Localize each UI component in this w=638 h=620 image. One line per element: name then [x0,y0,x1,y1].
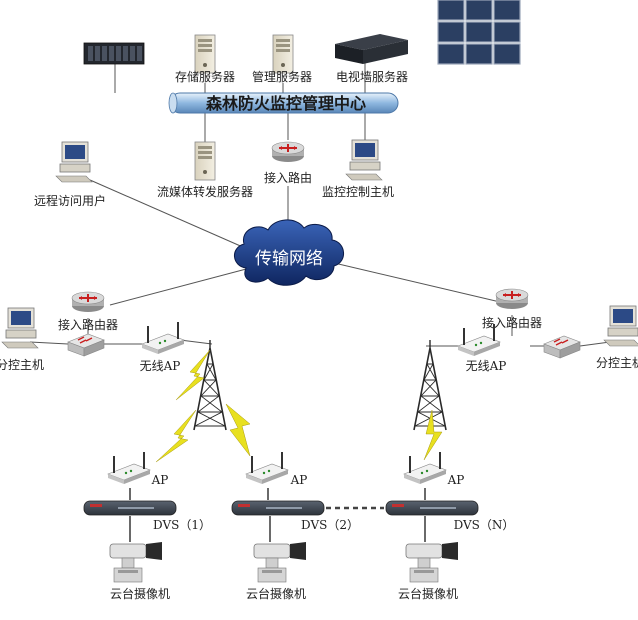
streaming-server-icon [194,141,216,181]
branch-host-left-label: 分控主机 [0,358,44,372]
access-router-left-label: 接入路由器 [58,317,118,332]
ap-1-label: AP [151,473,169,487]
network-label: 传输网络 [255,249,323,269]
camera-3-icon [405,541,459,583]
monitor-host-icon [345,139,383,181]
transport-network-cloud-icon [234,219,344,286]
ap-to-dvs-lines [129,488,426,542]
switch-right-icon [543,335,581,359]
wireless-ap-right-label: 无线AP [466,359,507,373]
mast-right-icon [413,339,447,431]
camera-2-label: 云台摄像机 [246,586,306,601]
tv-wall-server-icon [335,34,408,64]
ap-3-label: AP [447,473,465,487]
mast-left-icon [193,339,227,431]
access-router-top-icon [271,141,305,163]
storage-server-icon [194,34,216,74]
wireless-ap-right-icon [457,323,501,357]
dvs-n-icon [385,500,479,516]
wireless-ap-left-icon [141,321,185,355]
monitor-host-label: 监控控制主机 [322,185,394,199]
dvs-2-icon [231,500,325,516]
wireless-link-icons [155,349,443,463]
dvs-1-icon [83,500,177,516]
branch-host-right-label: 分控主机 [596,356,638,370]
tv-wall-server-label: 电视墙服务器 [336,69,408,84]
ap-2-icon [245,451,289,485]
access-router-top-label: 接入路由 [264,170,312,185]
wireless-ap-left-label: 无线AP [140,359,181,373]
management-server-icon [272,34,294,74]
camera-1-label: 云台摄像机 [110,586,170,601]
ap-1-icon [107,451,151,485]
dvs-1-label: DVS（1） [153,518,211,532]
switch-left-icon [67,333,105,357]
access-router-right-label: 接入路由器 [482,315,542,330]
storage-array-icon [83,42,145,65]
management-server-label: 管理服务器 [252,69,312,84]
camera-3-label: 云台摄像机 [398,586,458,601]
management-center-bus [168,92,399,114]
dvs-n-label: DVS（N） [454,518,515,532]
streaming-server-label: 流媒体转发服务器 [157,184,253,199]
camera-1-icon [109,541,163,583]
branch-host-right-icon [603,305,638,347]
access-router-right-icon [495,288,529,310]
storage-server-label: 存储服务器 [175,69,235,84]
dvs-2-label: DVS（2） [301,518,359,532]
camera-2-icon [253,541,307,583]
video-wall-icon [437,0,521,65]
ap-2-label: AP [290,473,308,487]
access-router-left-icon [71,291,105,313]
remote-user-icon [55,141,93,183]
remote-user-label: 远程访问用户 [34,193,106,208]
management-center-label: 森林防火监控管理中心 [206,94,366,113]
